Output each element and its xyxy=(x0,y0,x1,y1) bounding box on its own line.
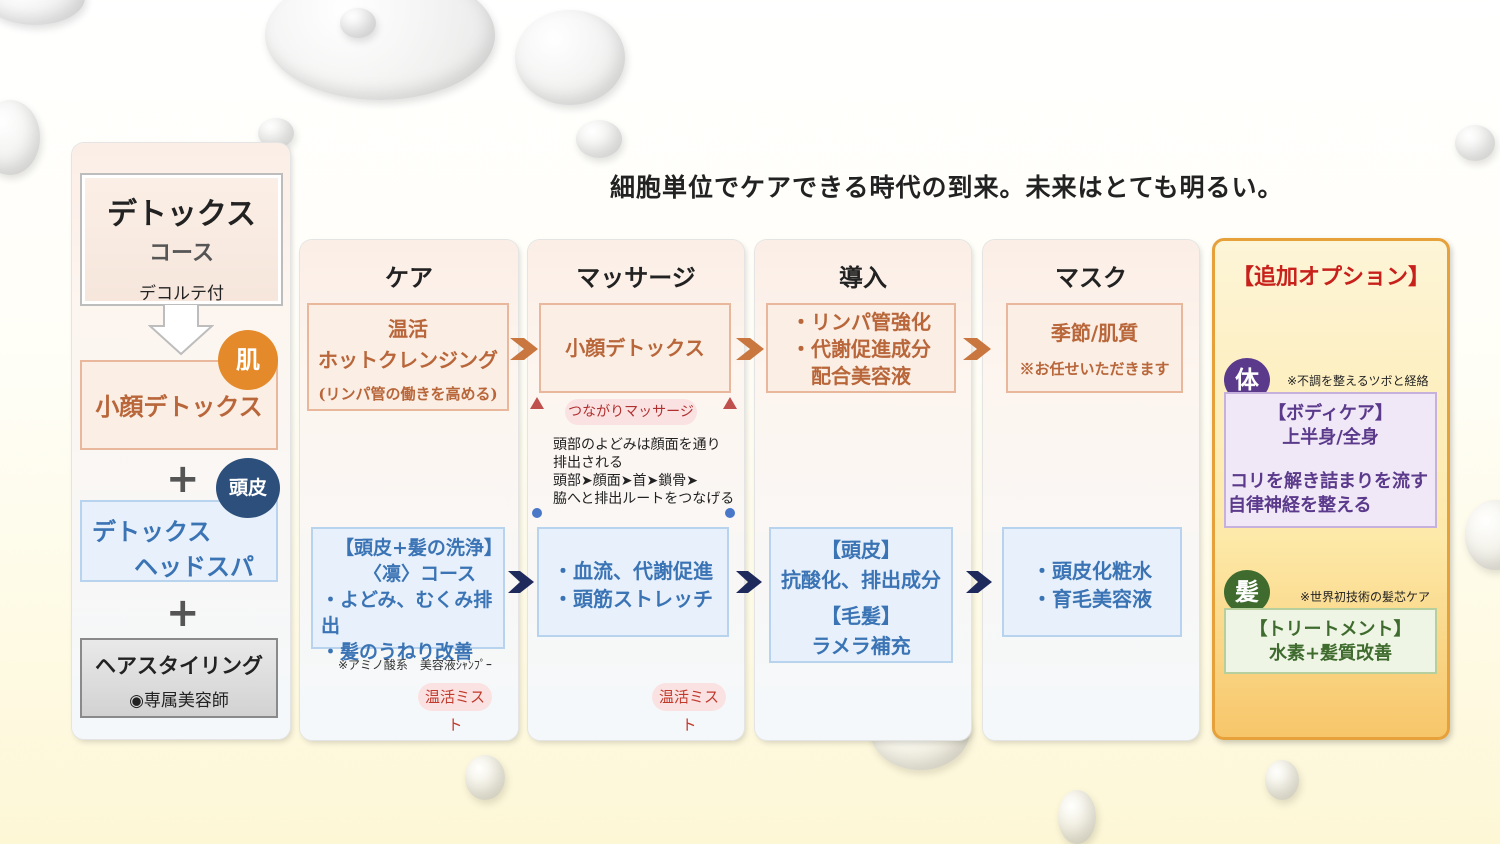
water-drop xyxy=(0,0,85,25)
care-bottom-line: ・髪のうねり改善 xyxy=(321,641,474,663)
styling-box: ヘアスタイリング ◉専属美容師 xyxy=(80,638,278,718)
massage-desc-line: 排出される xyxy=(553,455,623,471)
intro-bottom-line: ラメラ補充 xyxy=(811,634,911,658)
hair-box: 【トリートメント】 水素+髪質改善 xyxy=(1224,608,1437,674)
water-drop xyxy=(0,100,40,175)
headspa-line2: ヘッドスパ xyxy=(134,552,254,581)
water-drop xyxy=(340,8,376,38)
flow-arrow-icon xyxy=(963,338,991,360)
massage-top-line: 小顔デトックス xyxy=(565,336,705,360)
care-bottom-line: 〈凛〉コース xyxy=(363,563,477,585)
care-bottom-note: ※アミノ酸系 美容液ｼｬﾝﾌﾟｰ xyxy=(338,658,492,672)
massage-flow-lines xyxy=(530,397,737,518)
body-line: コリを解き詰まりを流す xyxy=(1230,471,1428,492)
intro-bottom-line: 抗酸化、排出成分 xyxy=(781,568,941,592)
care-bottom-line: ・よどみ、むくみ排出 xyxy=(321,589,493,637)
intro-top-line: 配合美容液 xyxy=(811,364,911,388)
massage-bottom-line: ・頭筋ストレッチ xyxy=(553,587,713,611)
massage-desc: 頭部のよどみは顔面を通り 排出される 頭部➤顔面➤首➤鎖骨➤ 脇へと排出ルートを… xyxy=(553,436,734,508)
flow-arrow-icon xyxy=(510,338,538,360)
body-note: ※不調を整えるツボと経絡 xyxy=(1287,374,1429,388)
body-box: 【ボディケア】 上半身/全身 コリを解き詰まりを流す 自律神経を整える xyxy=(1224,392,1437,528)
massage-desc-line: 頭部➤顔面➤首➤鎖骨➤ xyxy=(553,473,698,489)
care-title: ケア xyxy=(385,263,433,292)
styling-sub: ◉専属美容師 xyxy=(129,691,229,711)
plus-sign-2: + xyxy=(166,590,200,636)
flow-arrow-icon xyxy=(508,571,534,593)
skin-badge: 肌 xyxy=(218,330,278,390)
massage-bottom-box: ・血流、代謝促進 ・頭筋ストレッチ xyxy=(537,527,729,637)
massage-desc-line: 脇へと排出ルートをつなげる xyxy=(553,491,735,507)
mask-bottom-box: ・頭皮化粧水 ・育毛美容液 xyxy=(1002,527,1182,637)
care-top-note: (リンパ管の働きを高める) xyxy=(318,385,498,403)
body-line: 【ボディケア】 xyxy=(1268,403,1393,424)
hair-line: 【トリートメント】 xyxy=(1249,619,1412,640)
massage-title: マッサージ xyxy=(576,263,696,292)
option-title: 【追加オプション】 xyxy=(1231,264,1430,290)
mask-top-box: 季節/肌質 ※お任せいただきます xyxy=(1006,303,1183,393)
hair-note: ※世界初技術の髪芯ケア xyxy=(1300,590,1431,604)
intro-top-line: ・リンパ管強化 xyxy=(791,310,931,334)
course-title-box: デトックス コース デコルテ付 xyxy=(80,173,283,306)
water-drop xyxy=(265,0,495,100)
water-drop xyxy=(576,120,622,158)
care-top-line: ホットクレンジング xyxy=(318,348,498,372)
intro-top-line: ・代謝促進成分 xyxy=(791,337,931,361)
headline: 細胞単位でケアできる時代の到来。未来はとても明るい。 xyxy=(610,173,1284,202)
water-drop xyxy=(1465,500,1500,570)
hair-badge: 髪 xyxy=(1224,570,1270,614)
massage-mist-tag: 温活ミスト xyxy=(652,683,726,734)
intro-bottom-box: 【頭皮】 抗酸化、排出成分 【毛髪】 ラメラ補充 xyxy=(769,527,953,663)
care-top-line: 温活 xyxy=(388,317,428,341)
care-top-box: 温活 ホットクレンジング (リンパ管の働きを高める) xyxy=(307,303,509,411)
care-bottom-line: 【頭皮+髪の洗浄】 xyxy=(335,537,503,559)
care-mist-tag: 温活ミスト xyxy=(418,683,492,734)
flow-arrow-icon xyxy=(966,571,992,593)
water-drop xyxy=(465,755,505,800)
massage-bottom-line: ・血流、代謝促進 xyxy=(553,559,713,583)
mask-top-note: ※お任せいただきます xyxy=(1019,360,1170,378)
course-note: デコルテ付 xyxy=(139,284,224,304)
skin-label: 小顔デトックス xyxy=(95,392,263,421)
headspa-line1: デトックス xyxy=(92,517,212,546)
mask-bottom-line: ・頭皮化粧水 xyxy=(1032,559,1152,583)
body-line xyxy=(1226,450,1435,470)
body-line: 自律神経を整える xyxy=(1228,495,1372,516)
down-arrow-icon xyxy=(148,304,214,356)
plus-sign: + xyxy=(166,456,200,502)
intro-top-box: ・リンパ管強化 ・代謝促進成分 配合美容液 xyxy=(766,303,956,393)
course-title: デトックス xyxy=(106,197,257,232)
mask-title: マスク xyxy=(1055,263,1127,292)
mask-bottom-line: ・育毛美容液 xyxy=(1032,587,1152,611)
headspa-box: デトックス ヘッドスパ xyxy=(80,500,278,582)
hair-line: 水素+髪質改善 xyxy=(1268,643,1393,664)
water-drop xyxy=(515,10,625,105)
course-subtitle: コース xyxy=(149,240,214,266)
intro-bottom-line: 【頭皮】 xyxy=(821,538,901,562)
scalp-badge: 頭皮 xyxy=(216,458,280,518)
body-line: 上半身/全身 xyxy=(1282,427,1379,448)
intro-bottom-line: 【毛髪】 xyxy=(821,604,901,628)
water-drop xyxy=(1455,125,1495,161)
flow-arrow-icon xyxy=(736,338,764,360)
flow-arrow-icon xyxy=(736,571,762,593)
massage-top-box: 小顔デトックス xyxy=(539,303,731,393)
styling-title: ヘアスタイリング xyxy=(95,653,263,678)
intro-title: 導入 xyxy=(839,263,887,292)
massage-desc-line: 頭部のよどみは顔面を通り xyxy=(553,437,721,453)
mask-top-line: 季節/肌質 xyxy=(1050,321,1139,345)
water-drop xyxy=(1058,790,1096,844)
massage-pill: つながりマッサージ xyxy=(565,399,697,425)
water-drop xyxy=(1265,760,1299,800)
care-bottom-box: 【頭皮+髪の洗浄】 〈凛〉コース ・よどみ、むくみ排出 ・髪のうねり改善 xyxy=(311,527,505,663)
